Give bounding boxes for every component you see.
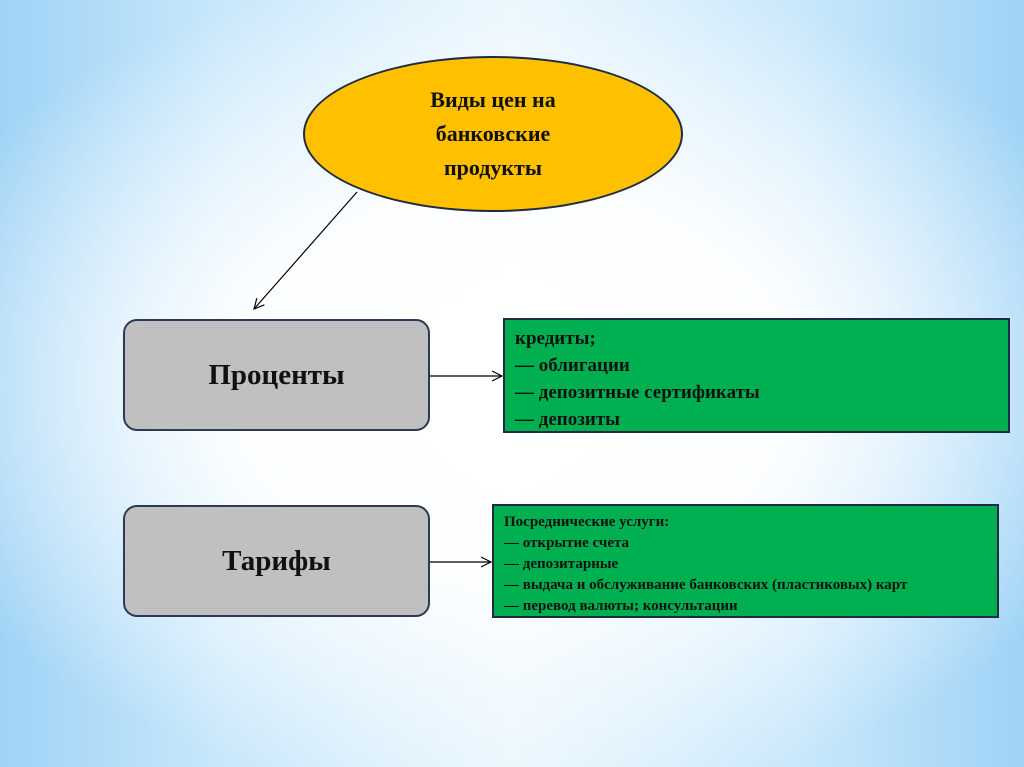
- interest-detail-item: — облигации: [515, 355, 630, 376]
- interest-category-label: Проценты: [208, 358, 345, 391]
- tariffs-detail-item: — депозитарные: [504, 556, 619, 572]
- interest-detail-item: — депозиты: [515, 409, 620, 430]
- interest-detail-item: — депозитные сертификаты: [515, 382, 760, 403]
- interest-detail-item: кредиты;: [515, 328, 596, 349]
- tariffs-detail-item: — выдача и обслуживание банковских (плас…: [504, 577, 908, 593]
- title-line-1: Виды цен на: [430, 87, 556, 112]
- diagram-title: Виды цен на банковские продукты: [393, 83, 593, 185]
- tariffs-detail-item: — открытие счета: [504, 535, 630, 551]
- tariffs-details-box: Посреднические услуги: — открытие счета …: [492, 504, 999, 618]
- title-line-3: продукты: [443, 155, 543, 180]
- title-line-2: банковские: [435, 121, 551, 146]
- tariffs-category-label: Тарифы: [222, 544, 331, 577]
- tariffs-detail-item: Посреднические услуги:: [504, 514, 670, 530]
- interest-category-box: Проценты: [123, 319, 430, 431]
- tariffs-detail-item: — перевод валюты; консультации: [504, 598, 738, 614]
- tariffs-category-box: Тарифы: [123, 505, 430, 617]
- interest-details-box: кредиты; — облигации — депозитные сертиф…: [503, 318, 1010, 433]
- arrow-title-to-interest: [254, 191, 358, 309]
- title-ellipse: Виды цен на банковские продукты: [303, 56, 683, 212]
